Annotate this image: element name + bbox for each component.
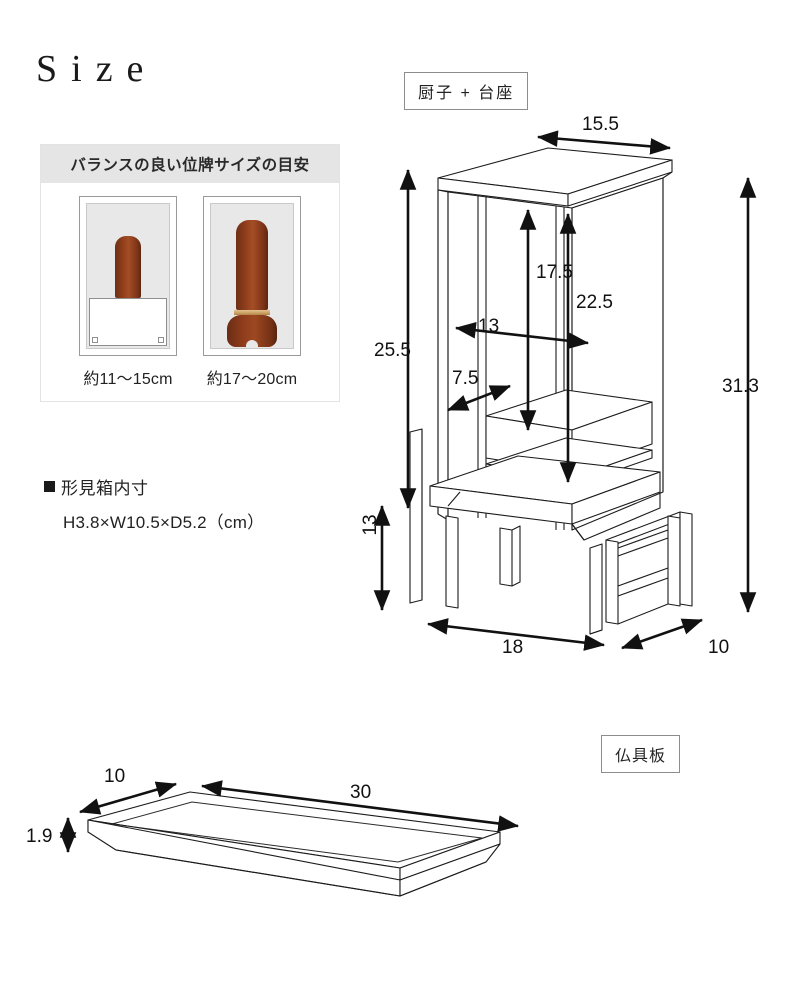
pedestal-right-back-leg [679,511,693,607]
dimension-label-30: 30 [350,782,371,803]
tablet-caption-large: 約17〜20cm [206,371,298,388]
dimension-leg-height: 13 [360,504,391,612]
board-geometry [87,791,501,897]
balance-panel-header-label: バランスの良い位牌サイズの目安 [70,157,310,174]
dimension-top-width: 15.5 [536,114,672,155]
pedestal-right-inner-post [605,539,619,625]
dimension-label-13-leg: 13 [360,514,381,535]
pedestal-front-left-leg [445,515,459,609]
cabinet-drawing: 15.5 25.5 13 31.3 17.5 22.5 [360,114,759,658]
dimension-board-thickness: 1.9 [26,816,77,854]
dimension-board-depth: 10 [79,766,177,815]
tablet-frame-small [79,196,177,356]
tablet-caption-small: 約11〜15cm [83,371,173,388]
dimension-label-31-3: 31.3 [722,376,759,397]
dimension-total-height: 31.3 [722,176,759,614]
dimension-label-15-5: 15.5 [582,114,619,135]
dimension-label-22-5: 22.5 [576,292,613,313]
label-butsugu-board: 仏具板 [601,735,681,773]
label-cabinet-pedestal: 厨子 + 台座 [404,72,529,110]
dimension-cabinet-height: 25.5 [374,168,417,510]
keepsake-box-heading-label: 形見箱内寸 [61,479,149,498]
cabinet-left-post [437,189,449,521]
pedestal-center-leg [499,527,513,587]
keepsake-box-info: 形見箱内寸 H3.8×W10.5×D5.2（cm） [44,474,264,533]
pedestal-left-leg [409,428,423,604]
tablet-base-box-small [89,298,167,346]
board-drawing: 30 10 1.9 [26,766,520,897]
dimension-label-7-5: 7.5 [452,368,478,389]
pedestal-right-outer-post [667,515,681,607]
dimension-label-13-width: 13 [478,316,499,337]
keepsake-box-dimensions: H3.8×W10.5×D5.2（cm） [63,513,265,532]
dimension-label-18: 18 [502,637,523,658]
tablet-example-small: 約11〜15cm [79,196,177,389]
dimension-board-length: 30 [200,780,520,832]
balance-panel-body: 約11〜15cm 約17〜20cm [41,183,339,389]
dimension-inner-width-13: 13 [454,316,590,350]
balance-panel-header: バランスの良い位牌サイズの目安 [41,145,339,183]
tablet-example-large: 約17〜20cm [203,196,301,389]
page-title: Size [36,48,158,90]
memorial-tablet-icon-large [227,220,277,347]
square-bullet-icon [44,481,55,492]
balance-panel: バランスの良い位牌サイズの目安 約11〜15cm [40,144,340,402]
dimension-label-1-9: 1.9 [26,826,52,847]
pedestal-right-front-leg [589,543,603,635]
dimension-base-width-18: 18 [426,618,606,658]
dimension-inner-depth-7-5: 7.5 [447,368,511,412]
keepsake-box-heading: 形見箱内寸 [44,474,264,499]
cabinet-geometry [409,147,693,635]
dimension-base-depth-10: 10 [621,618,729,658]
dimension-label-25-5: 25.5 [374,340,411,361]
tablet-inner-small [86,203,170,349]
tablet-inner-large [210,203,294,349]
dimension-label-10-depth: 10 [708,637,729,658]
dimension-label-10-board: 10 [104,766,125,787]
tablet-frame-large [203,196,301,356]
